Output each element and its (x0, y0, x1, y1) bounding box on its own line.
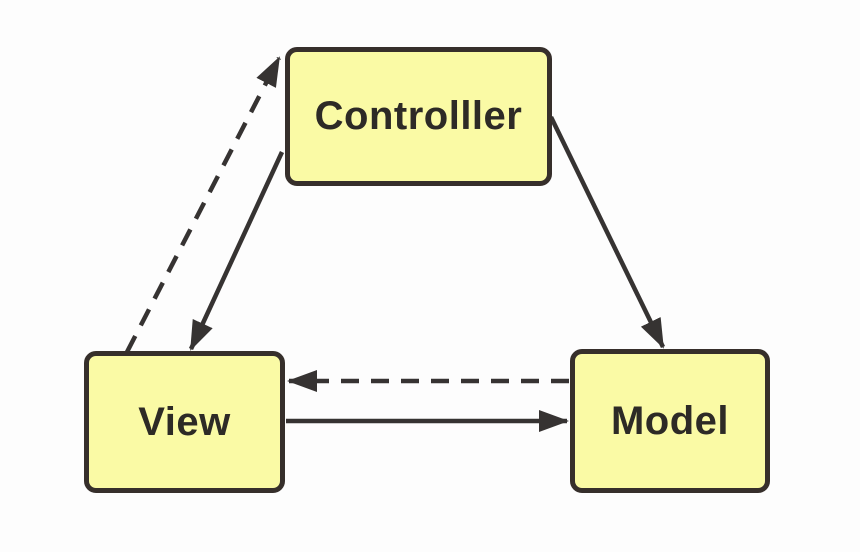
node-view: View (84, 351, 285, 493)
node-view-label: View (138, 399, 231, 444)
edge-controller-to-model (548, 116, 666, 349)
node-model-label: Model (610, 398, 730, 443)
edge-view-to-controller (125, 56, 281, 354)
node-controller: Controlller (285, 47, 552, 186)
node-controller-label: Controlller (314, 94, 523, 138)
node-model: Model (570, 349, 770, 493)
edge-controller-to-view (188, 151, 285, 351)
